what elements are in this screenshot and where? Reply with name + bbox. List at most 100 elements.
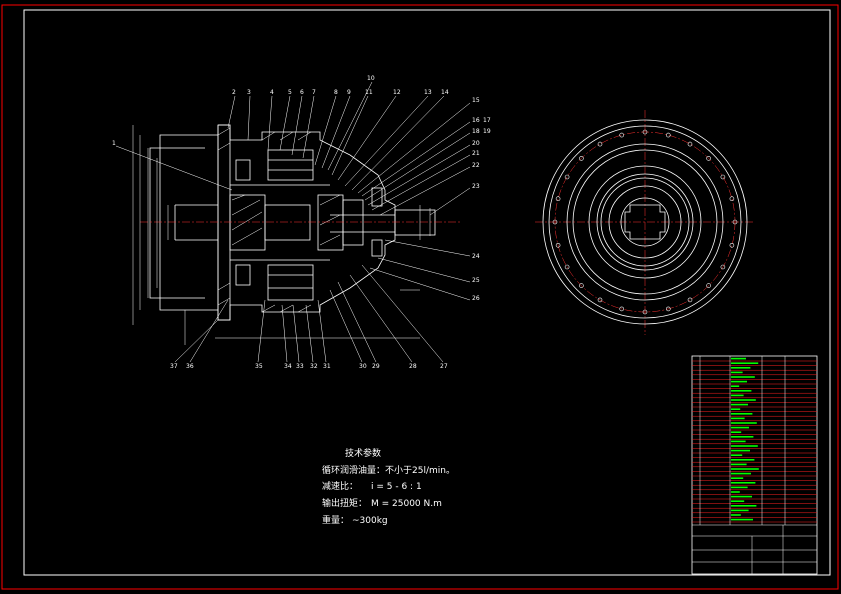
bolt-hole <box>597 141 603 147</box>
part-number-28: 28 <box>409 363 417 370</box>
parts-list-entry-mark <box>731 514 741 516</box>
notes-line-oil-flow: 循环润滑油量：不小于25l/min。 <box>322 464 455 476</box>
part-number-9: 9 <box>347 89 351 96</box>
bolt-hole <box>729 243 735 248</box>
parts-list-entry-mark <box>731 362 759 364</box>
parts-list-entry-mark <box>731 399 756 401</box>
part-number-35: 35 <box>255 363 263 370</box>
part-number-21: 21 <box>472 150 480 157</box>
notes-label-ratio: 减速比： <box>322 480 358 492</box>
parts-list-entry-mark <box>731 394 744 397</box>
part-number-18: 18 <box>472 128 480 135</box>
part-number-34: 34 <box>284 363 292 370</box>
bearing-left-lower <box>235 264 251 286</box>
part-number-11: 11 <box>365 89 373 96</box>
part-number-7: 7 <box>312 89 316 96</box>
parts-list-entry-mark <box>731 367 751 369</box>
parts-list-entry-mark <box>731 417 745 420</box>
bolt-hole <box>555 243 561 248</box>
dimensions-section <box>132 125 431 345</box>
part-number-26: 26 <box>472 295 480 302</box>
parts-list-entry-mark <box>731 468 759 470</box>
parts-list-entry-mark <box>731 408 741 410</box>
bolt-hole <box>729 196 735 201</box>
bolt-hole <box>619 132 625 138</box>
parts-list-entry-mark <box>731 445 758 447</box>
part-number-16: 16 <box>472 117 480 124</box>
bearing-right-upper <box>371 187 383 207</box>
parts-list-entry-mark <box>731 509 749 512</box>
center-lines <box>140 110 755 335</box>
part-number-37: 37 <box>170 363 178 370</box>
part-number-8: 8 <box>334 89 338 96</box>
part-number-6: 6 <box>300 89 304 96</box>
outer-flange-circle <box>542 119 748 325</box>
technical-notes: 技术参数 循环润滑油量：不小于25l/min。 减速比： i = 5 - 6 :… <box>322 447 455 526</box>
part-number-20: 20 <box>472 140 480 147</box>
part-number-14: 14 <box>441 89 449 96</box>
planet-gear-lower <box>267 264 314 301</box>
parts-list-entry-mark <box>731 380 747 383</box>
title-block <box>691 355 818 575</box>
bearing-right-lower <box>371 239 383 257</box>
part-number-30: 30 <box>359 363 367 370</box>
bolt-hole <box>555 196 561 201</box>
part-number-19: 19 <box>483 128 491 135</box>
parts-list-entry-mark <box>731 436 754 438</box>
parts-list-entry-mark <box>731 449 750 452</box>
parts-list-entry-mark <box>731 482 756 484</box>
bolt-circle <box>554 131 736 313</box>
part-number-13: 13 <box>424 89 432 96</box>
bolt-hole <box>687 297 693 303</box>
bolt-hole <box>619 306 625 312</box>
bolt-hole <box>706 156 711 161</box>
notes-value-weight: ~300kg <box>352 516 388 526</box>
part-number-12: 12 <box>393 89 401 96</box>
notes-label-torque: 输出扭矩： <box>322 497 367 509</box>
section-view <box>149 124 436 321</box>
parts-list-entry-mark <box>731 357 746 360</box>
housing-outline <box>217 124 396 321</box>
parts-list-entry-mark <box>731 472 751 475</box>
parts-list-entry-mark <box>731 440 746 443</box>
parts-list-entry-mark <box>731 431 742 433</box>
part-labels: 2 3 4 5 6 7 8 9 10 11 12 13 14 15 16 17 … <box>112 75 491 370</box>
outer-frame <box>1 4 839 590</box>
bolt-hole <box>579 283 584 288</box>
part-number-10: 10 <box>367 75 375 82</box>
part-number-24: 24 <box>472 253 480 260</box>
output-shaft <box>394 209 436 236</box>
bolt-hole <box>552 219 558 225</box>
parts-list-entry-mark <box>731 426 749 429</box>
notes-label-weight: 重量： <box>322 514 349 526</box>
parts-list-entry-mark <box>731 495 752 498</box>
left-flange <box>217 124 231 321</box>
parts-list-entry-mark <box>731 454 743 456</box>
part-number-17: 17 <box>483 117 491 124</box>
bolt-hole <box>564 264 570 270</box>
parts-list-entry-mark <box>731 385 740 387</box>
part-number-27: 27 <box>440 363 448 370</box>
bolt-hole <box>720 264 726 270</box>
parts-list-entry-mark <box>731 376 755 378</box>
bolt-holes <box>552 129 738 315</box>
parts-list-entry-mark <box>731 390 752 392</box>
parts-list-entry-mark <box>731 459 755 461</box>
bolt-hole <box>564 174 570 180</box>
part-number-29: 29 <box>372 363 380 370</box>
bolt-hole <box>665 306 671 312</box>
part-number-22: 22 <box>472 162 480 169</box>
part-number-15: 15 <box>472 97 480 104</box>
part-number-36: 36 <box>186 363 194 370</box>
hatching <box>217 127 341 313</box>
bolt-hole <box>579 156 584 161</box>
planet-gear-upper <box>267 149 314 181</box>
part-number-3: 3 <box>247 89 251 96</box>
leaders <box>115 81 471 363</box>
parts-list-entry-mark <box>731 491 740 493</box>
part-number-4: 4 <box>270 89 274 96</box>
part-number-5: 5 <box>288 89 292 96</box>
parts-list-entry-mark <box>731 500 745 502</box>
bolt-hole <box>642 309 648 315</box>
